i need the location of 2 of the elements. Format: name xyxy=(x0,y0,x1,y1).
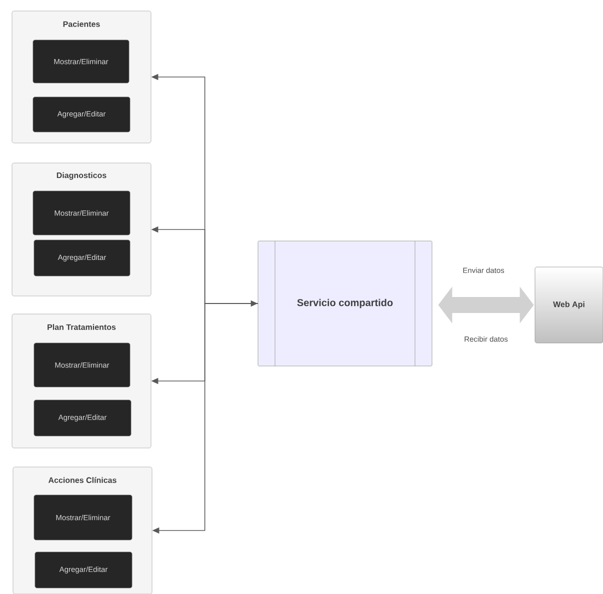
system-box: Web Api xyxy=(534,266,603,344)
process-box: Servicio compartido xyxy=(258,240,432,366)
